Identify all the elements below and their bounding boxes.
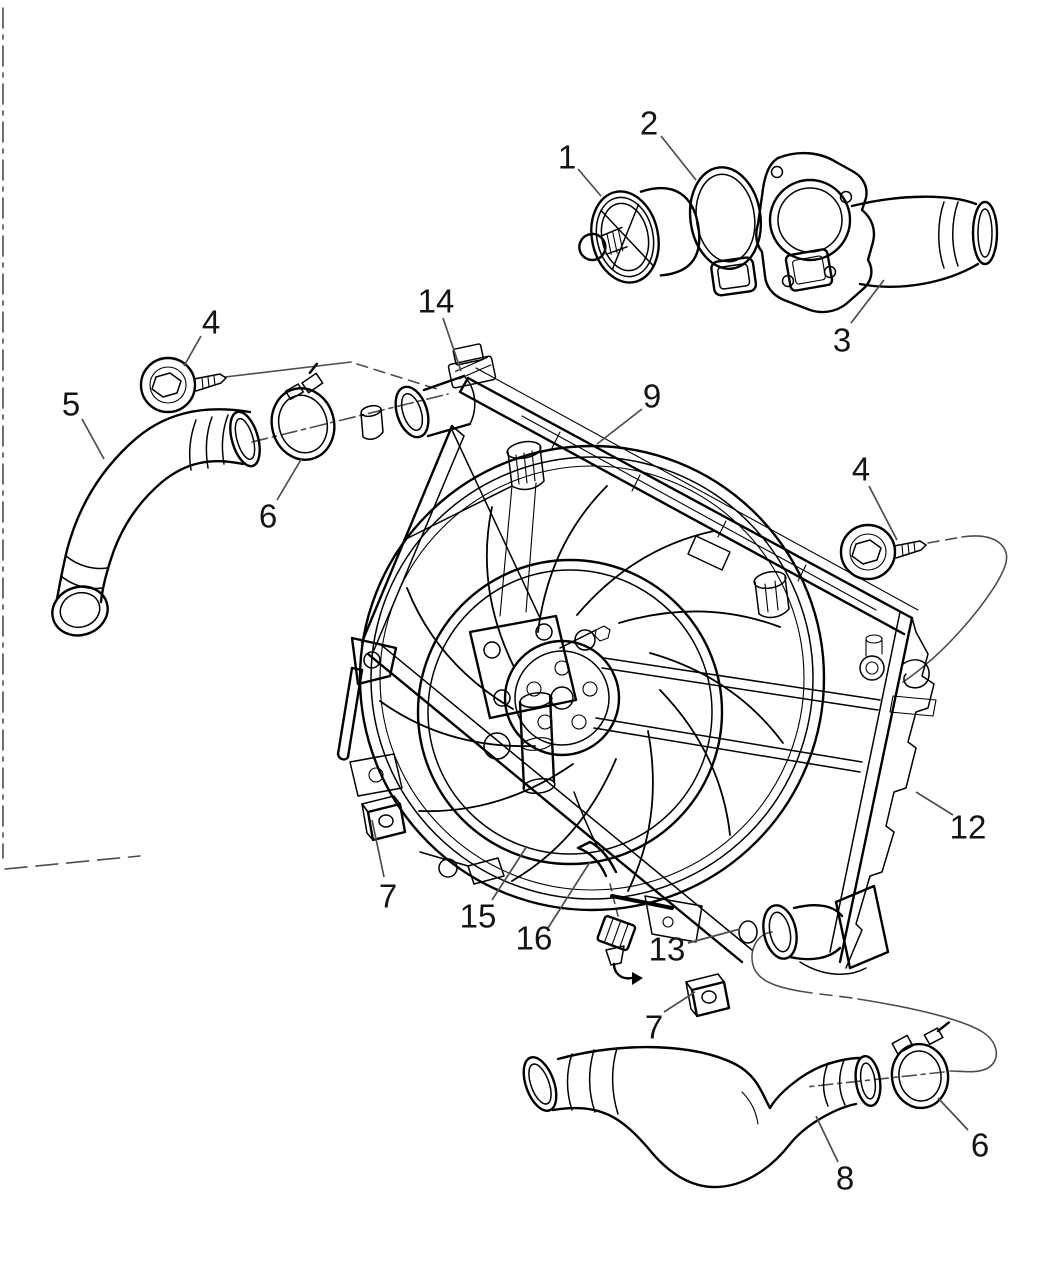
outlet-loop-dash [819,993,853,999]
upper-radiator-hose [51,408,261,637]
leader-clip-nut-lower [663,991,696,1013]
callout-lower-radiator-hose: 8 [835,1159,855,1197]
hose-spacer-sleeve [360,404,384,441]
leader-radiator-crossmember [596,408,643,445]
leader-radiator-outlet-neck [687,928,741,944]
leader-clip-nut-left [371,819,385,878]
callout-radiator-outlet-neck: 13 [648,930,686,968]
leader-thermostat [577,168,602,197]
leader-wiring-harness [547,861,591,929]
outlet-loop-curve-b [857,998,998,1073]
leader-thermostat-gasket [660,135,697,181]
upper-hose-axis-line [251,393,449,443]
callout-coolant-sensor: 14 [417,282,455,320]
clip-nut-lower [685,973,731,1018]
callout-leader-lines [81,135,969,1163]
outlet-drain-nub [738,920,758,944]
callout-radiator-crossmember: 9 [642,377,662,415]
radiator-outlet-neck [738,884,890,975]
callout-mounting-bolt-upper-left: 4 [201,303,221,341]
bolt-right-loop-curve [902,535,1008,683]
outlet-loop-curve-a [751,931,813,994]
callout-clip-nut-left: 7 [378,877,398,915]
hose-accordion-ribs [566,1047,619,1115]
leader-upper-radiator-hose [81,418,105,460]
upper-mount-grommet [859,634,937,717]
mounting-bolt-upper-left [139,356,227,414]
lower-shroud-bracket [610,894,703,943]
flange-bolt-hole [770,165,784,179]
mounting-bolt-right [839,523,927,581]
leader-hose-clamp-upper [276,457,303,501]
thermostat [578,186,701,284]
hose-clamp-lower [890,1021,951,1110]
leader-mounting-bolt-upper-left [183,335,202,367]
leader-water-outlet-housing [850,279,885,324]
fan-hub [503,639,621,757]
radiator-crossmember [458,367,919,636]
fan-blades [379,485,784,892]
guide-lines [2,7,1008,1088]
radiator-filler-neck [394,374,476,439]
bolt-left-guide-dash [356,363,438,390]
leader-fan-shroud-ring [491,845,528,901]
radiator-side-bracket [845,617,935,969]
leader-hose-clamp-lower [937,1097,969,1131]
clip-nut-left [361,795,407,842]
bolt-right-guide-dash [927,536,963,544]
callout-wiring-harness: 16 [515,919,553,957]
lower-left-hardware [349,753,505,885]
leader-mounting-bolt-right [868,485,898,541]
callout-thermostat-gasket: 2 [639,104,659,142]
hose-accordion-ribs [822,1059,846,1107]
callout-fan-shroud-ring: 15 [459,897,497,935]
leader-radiator-side-bracket [915,791,954,816]
radiator-fan-module [336,343,937,985]
callout-thermostat: 1 [557,138,577,176]
flange-bolt-hole [839,190,853,204]
hose-end-rings [60,555,108,590]
water-outlet-housing [755,151,999,314]
hose-accordion-ribs [188,414,229,471]
fan-shroud-ring [416,558,724,866]
lower-radiator-hose [522,1045,882,1189]
bolt-left-guide-line [224,361,352,378]
shroud-post [753,570,790,619]
harness-arrowhead [632,972,643,985]
leader-lower-radiator-hose [815,1115,839,1163]
hose-clamp-upper [270,362,336,461]
callout-clip-nut-lower: 7 [644,1008,664,1046]
fan-shroud [358,444,826,912]
callout-upper-radiator-hose: 5 [61,385,81,423]
page-fold-dash [4,855,141,870]
callout-radiator-side-bracket: 12 [949,808,987,846]
callout-mounting-bolt-right: 4 [851,450,871,488]
leader-coolant-sensor [442,317,462,372]
callout-hose-clamp-upper: 6 [258,497,278,535]
pump-fitting-cluster [468,482,611,795]
wiring-harness [573,791,643,985]
callout-water-outlet-housing: 3 [832,321,852,359]
callout-hose-clamp-lower: 6 [970,1126,990,1164]
